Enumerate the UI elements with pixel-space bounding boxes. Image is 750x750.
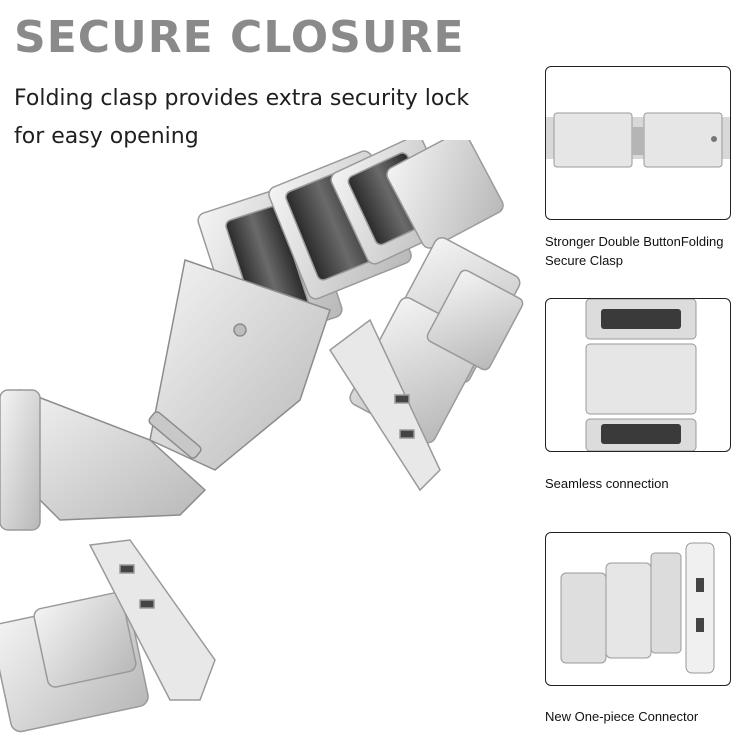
band-links-right: [328, 237, 524, 492]
clasp-closeup-image: [546, 112, 730, 168]
hero-band-image: [0, 140, 524, 733]
band-links-upper: [197, 140, 504, 348]
detail-panel-connector: [545, 532, 731, 686]
connector-closeup-image: [560, 542, 715, 674]
folding-clasp: [9, 259, 331, 521]
headline: SECURE CLOSURE: [14, 12, 465, 63]
caption-clasp: Stronger Double ButtonFolding Secure Cla…: [545, 234, 724, 268]
subheadline: Folding clasp provides extra security lo…: [14, 86, 470, 149]
detail-panel-connection: [545, 298, 731, 452]
caption-connector: New One-piece Connector: [545, 709, 699, 724]
detail-panel-clasp: [545, 66, 731, 220]
band-links-lower: [0, 389, 216, 733]
connection-closeup-image: [585, 299, 697, 451]
caption-connection: Seamless connection: [545, 476, 669, 491]
